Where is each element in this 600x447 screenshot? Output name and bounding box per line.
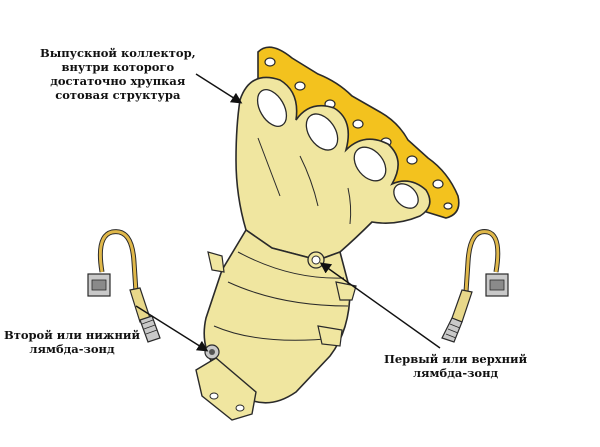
manifold-body: [235, 76, 431, 261]
lower-sensor-label-line-1: Второй или нижний: [4, 328, 140, 342]
lower-sensor-label-line-2: лямбда-зонд: [29, 342, 115, 356]
upper-sensor-label-line-2: лямбда-зонд: [412, 366, 499, 380]
upper-sensor-port: [307, 251, 325, 269]
upper-sensor-label: Первый или верхний лямбда-зонд: [384, 352, 527, 380]
upper-lambda-sensor: [441, 229, 509, 343]
manifold-label-line-1: Выпускной коллектор,: [40, 46, 196, 60]
manifold-flange: [257, 46, 460, 219]
catalytic-converter: [195, 228, 357, 421]
manifold-label-line-4: сотовая структура: [55, 88, 181, 102]
manifold-label-line-2: внутри которого: [61, 60, 175, 74]
upper-sensor-arrow: [319, 262, 441, 349]
lower-sensor-label: Второй или нижний лямбда-зонд: [4, 328, 140, 356]
lower-lambda-sensor: [87, 229, 161, 343]
manifold-label: Выпускной коллектор, внутри которого дос…: [40, 46, 196, 102]
lower-sensor-arrow: [135, 305, 209, 352]
manifold-label-line-3: достаточно хрупкая: [50, 74, 186, 88]
upper-sensor-label-line-1: Первый или верхний: [384, 352, 528, 366]
manifold-arrow: [195, 73, 243, 104]
leader-arrows: [135, 73, 441, 352]
lower-sensor-port: [204, 344, 220, 360]
